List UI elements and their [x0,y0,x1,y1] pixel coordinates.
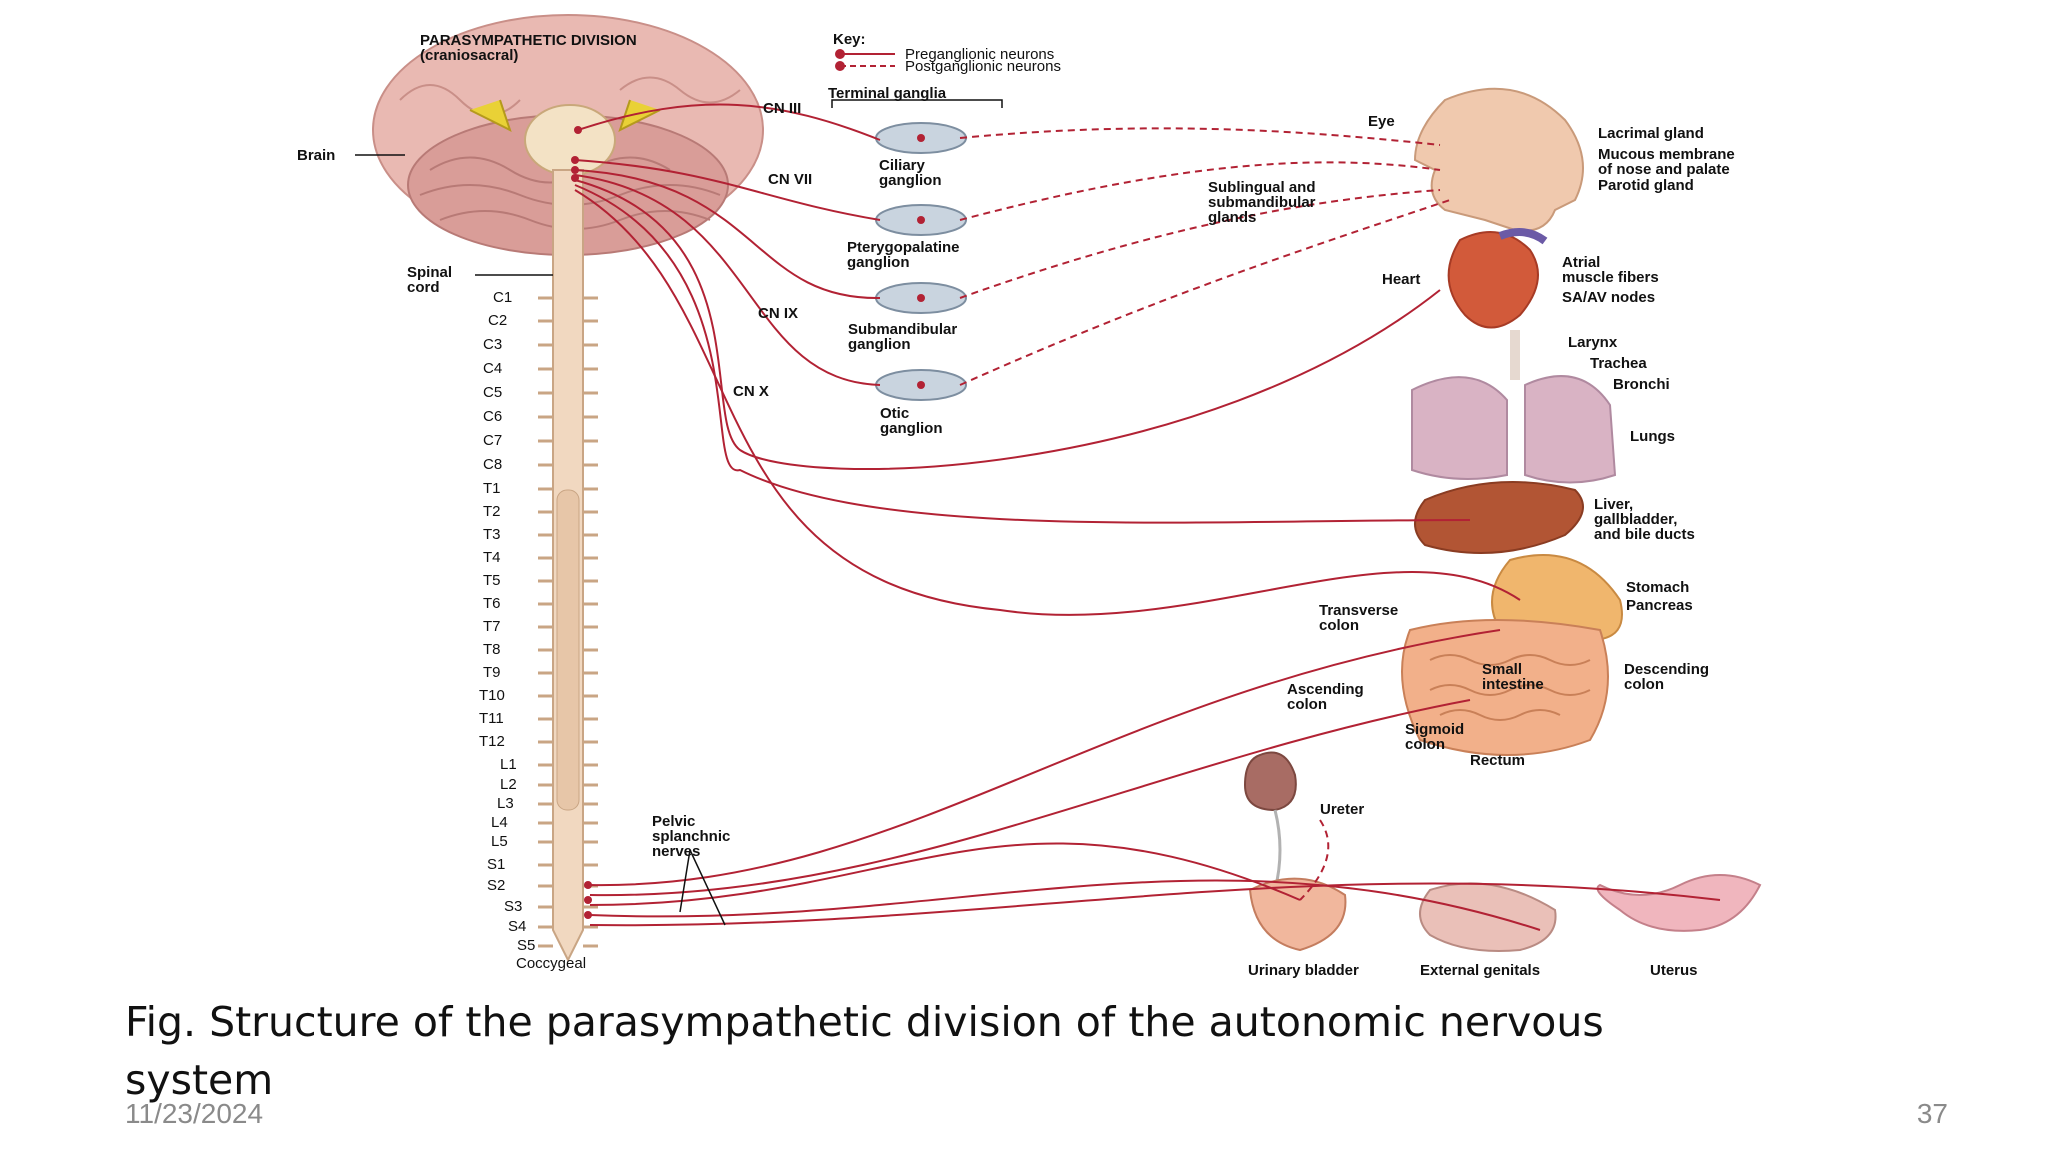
genitals-illustration [1419,882,1557,952]
transverse-colon-label: Transverse colon [1319,602,1399,634]
vertebra-label-t1: T1 [483,480,501,497]
bronchi-label: Bronchi [1613,376,1670,393]
postganglionic-nerves [959,127,1451,901]
figure-caption: Fig. Structure of the parasympathetic di… [125,998,1604,1104]
heart-label: Heart [1382,271,1421,288]
vertebra-label-l3: L3 [497,795,514,812]
ureter-label: Ureter [1320,801,1365,818]
lungs-illustration [1411,330,1617,484]
vertebra-label-t3: T3 [483,526,501,543]
sa-av-label: SA/AV nodes [1562,289,1656,306]
neuron-bodies [571,126,925,919]
vertebra-label-t5: T5 [483,572,501,589]
submandibular-ganglion-label: Submandibular ganglion [848,321,958,353]
spinal-cord-label: Spinal cord [407,264,453,296]
small-intestine-label: Small intestine [1482,661,1544,693]
pelvic-splanchnic-label: Pelvic splanchnic nerves [652,813,731,860]
descending-colon-label: Descending colon [1624,661,1710,693]
trachea-label: Trachea [1590,355,1647,372]
otic-ganglion-label: Otic ganglion [880,405,943,437]
vertebra-label-c2: C2 [488,312,508,329]
vertebra-label-t6: T6 [483,595,501,612]
external-genitals-label: External genitals [1420,962,1541,979]
ciliary-ganglion-label: Ciliary ganglion [879,157,942,189]
urinary-bladder-label: Urinary bladder [1248,962,1359,979]
key-preganglionic: Preganglionic neurons [905,46,1055,63]
uterus-label: Uterus [1650,962,1698,979]
vertebra-label-s2: S2 [487,877,506,894]
spinal-cord-illustration [552,169,584,963]
vertebra-label-c5: C5 [483,384,503,401]
cn7-label: CN VII [768,171,813,188]
vertebra-label-s5: S5 [517,937,536,954]
cn3-label: CN III [763,100,802,117]
key-postganglionic: Postganglionic neurons [905,58,1061,75]
vertebra-label-t4: T4 [483,549,501,566]
key-symbols [835,49,895,71]
key-title: Key: [833,31,866,48]
vertebra-label-l2: L2 [500,776,517,793]
vertebra-label-t7: T7 [483,618,501,635]
vertebra-label-t9: T9 [483,664,501,681]
vertebra-label-l1: L1 [500,756,517,773]
terminal-ganglia-label: Terminal ganglia [828,85,947,102]
vertebra-label-t11: T11 [479,710,504,727]
lungs-label: Lungs [1630,428,1675,445]
vertebra-label-c3: C3 [483,336,503,353]
uterus-illustration [1596,874,1762,932]
mucous-membrane-label: Mucous membrane of nose and palate [1598,146,1735,178]
vertebra-label-c1: C1 [493,289,513,306]
pancreas-label: Pancreas [1626,597,1693,614]
eye-label: Eye [1368,113,1395,130]
cn9-label: CN IX [758,305,799,322]
vertebra-label-l5: L5 [491,833,508,850]
bladder-illustration [1248,877,1347,952]
vertebra-label-c7: C7 [483,432,503,449]
stomach-label: Stomach [1626,579,1690,596]
cn10-label: CN X [733,383,769,400]
head-illustration [1413,87,1584,232]
heart-illustration [1447,228,1548,329]
slide-page-number: 37 [1916,1098,1948,1129]
liver-illustration [1414,481,1584,554]
liver-label: Liver, gallbladder, and bile ducts [1594,496,1695,543]
rectum-label: Rectum [1470,752,1526,769]
brain-label: Brain [297,147,336,164]
ascending-colon-label: Ascending colon [1287,681,1364,713]
vertebra-label-t8: T8 [483,641,501,658]
kidney-illustration [1243,751,1297,891]
larynx-label: Larynx [1568,334,1618,351]
vertebra-label-s1: S1 [487,856,506,873]
vertebra-label-c6: C6 [483,408,503,425]
vertebra-label-c8: C8 [483,456,503,473]
vertebra-label-t2: T2 [483,503,501,520]
vertebra-label-l4: L4 [491,814,508,831]
sublingual-label: Sublingual and submandibular glands [1208,179,1316,226]
atrial-label: Atrial muscle fibers [1562,254,1659,286]
slide-date: 11/23/2024 [125,1098,264,1129]
sigmoid-colon-label: Sigmoid colon [1405,721,1465,753]
vertebra-label-c4: C4 [483,360,503,377]
vertebra-label-s3: S3 [504,898,523,915]
parotid-label: Parotid gland [1598,177,1694,194]
spinal-nerve-roots [538,296,598,948]
vertebra-label-t12: T12 [479,733,505,750]
intestine-illustration [1401,619,1609,756]
division-heading: PARASYMPATHETIC DIVISION (craniosacral) [420,32,637,64]
vertebra-label-s4: S4 [508,918,527,935]
lacrimal-label: Lacrimal gland [1598,125,1704,142]
vertebra-label-coccygeal: Coccygeal [516,955,587,972]
pterygopalatine-ganglion-label: Pterygopalatine ganglion [847,239,960,271]
vertebra-label-t10: T10 [479,687,505,704]
